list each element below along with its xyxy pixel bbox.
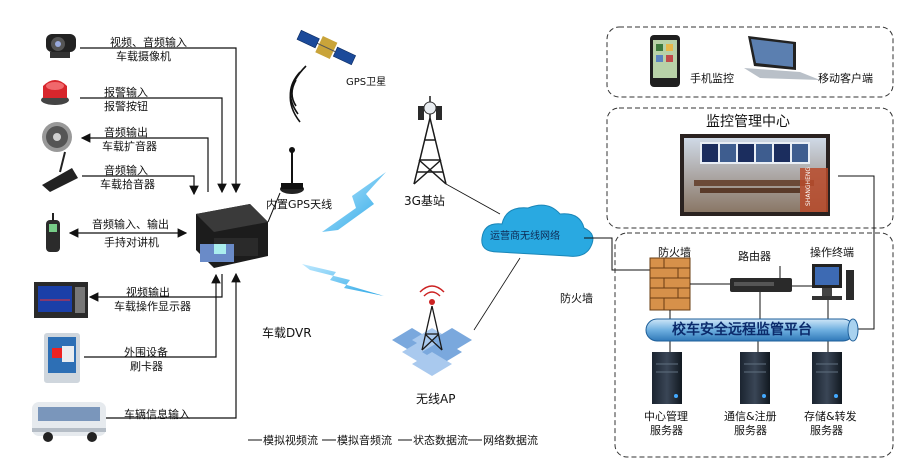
- camera-label-line1: 视频、音频输入: [110, 36, 187, 49]
- server-icon: [812, 352, 842, 404]
- 3g-antenna-panel: [418, 106, 424, 120]
- monitor-center-photo: [680, 134, 830, 216]
- server-1-label-line2: 服务器: [650, 424, 683, 437]
- tower-to-cloud-link: [445, 183, 501, 215]
- server-icon: [652, 352, 682, 404]
- server-2-label-line1: 通信&注册: [724, 410, 777, 423]
- speaker-label-line2: 车载扩音器: [102, 140, 157, 153]
- display-label-line1: 视频输出: [126, 286, 170, 299]
- firewall-label: 防火墙: [658, 246, 691, 259]
- left-connection-lines: [68, 47, 241, 419]
- alarm-label-line1: 报警输入: [104, 86, 148, 99]
- wireless-ap-label: 无线AP: [416, 392, 456, 406]
- walkie-label-line1: 音频输入、输出: [92, 218, 169, 231]
- platform-label: 校车安全远程监管平台: [672, 322, 812, 338]
- cloud-to-firewall-link: [584, 237, 650, 271]
- router-icon: [730, 266, 792, 292]
- platform-pipe: [645, 318, 859, 342]
- gps-antenna-icon: [280, 147, 304, 194]
- alarm-label-line2: 报警按钮: [104, 100, 148, 113]
- ap-to-cloud-link: [473, 257, 521, 331]
- card-reader-label-line2: 刷卡器: [130, 360, 163, 373]
- card-reader-label-line1: 外围设备: [124, 346, 168, 359]
- laptop-icon: [744, 36, 820, 80]
- walkie-label-line2: 手持对讲机: [104, 236, 159, 249]
- 3g-antenna-panel: [436, 106, 442, 120]
- legend-analog-video: 模拟视频流: [263, 434, 318, 447]
- terminal-icon: [812, 264, 854, 300]
- camera-label-line2: 车载摄像机: [116, 50, 171, 63]
- server-icon: [740, 352, 770, 404]
- gps-satellite-label: GPS卫星: [346, 77, 387, 88]
- center-to-platform-link: [838, 175, 875, 330]
- speaker-label-line1: 音频输出: [104, 126, 148, 139]
- gps-antenna-label: 内置GPS天线: [266, 198, 333, 211]
- microphone-icon: [42, 151, 78, 192]
- server-1-label-line1: 中心管理: [644, 410, 688, 423]
- speaker-icon: [42, 122, 72, 152]
- card-reader-icon: [44, 333, 80, 383]
- router-label: 路由器: [738, 250, 771, 263]
- firewall-icon: [649, 257, 691, 311]
- display-icon: [34, 282, 88, 318]
- mic-label-line1: 音频输入: [104, 164, 148, 177]
- platform-box: [614, 232, 894, 458]
- satellite-signal-arcs: [289, 65, 307, 123]
- server-2-label-line2: 服务器: [734, 424, 767, 437]
- mic-label-line2: 车载拾音器: [100, 178, 155, 191]
- phone-icon: [650, 35, 680, 87]
- legend-analog-audio: 模拟音频流: [337, 434, 392, 447]
- wireless-link-bolt-upper: [322, 172, 386, 232]
- dvr-device-icon: [196, 204, 268, 268]
- camera-icon: [46, 34, 76, 58]
- mobile-monitor-label: 手机监控: [690, 72, 734, 85]
- mobile-client-label: 移动客户端: [818, 72, 873, 85]
- carrier-network-cloud-icon: [481, 204, 594, 257]
- mobile-clients-box: [606, 26, 894, 98]
- gps-satellite-icon: [296, 29, 357, 66]
- monitor-center-title: 监控管理中心: [706, 114, 790, 130]
- monitor-center-box: [606, 107, 894, 229]
- legend-status-data: 状态数据流: [413, 434, 468, 447]
- bus-icon: [32, 402, 106, 442]
- screen-brand-text: SHANGHENG: [805, 167, 812, 206]
- wireless-link-bolt-lower: [302, 264, 384, 296]
- legend-network-data: 网络数据流: [483, 434, 538, 447]
- walkie-talkie-icon: [46, 213, 60, 252]
- 3g-dish: [423, 101, 437, 115]
- dvr-label: 车载DVR: [262, 326, 312, 340]
- platform-drop-lines: [669, 292, 829, 352]
- terminal-label: 操作终端: [810, 246, 854, 259]
- base-station-label: 3G基站: [404, 194, 445, 208]
- firewall-left-label: 防火墙: [560, 292, 593, 305]
- display-label-line2: 车载操作显示器: [114, 300, 191, 313]
- bus-label: 车辆信息输入: [124, 408, 190, 421]
- antenna-link: [267, 192, 281, 223]
- alarm-button-icon: [41, 80, 69, 105]
- server-3-label-line2: 服务器: [810, 424, 843, 437]
- wireless-ap-icon: [392, 285, 472, 376]
- server-3-label-line1: 存储&转发: [804, 410, 857, 423]
- carrier-network-label: 运营商无线网络: [490, 231, 560, 242]
